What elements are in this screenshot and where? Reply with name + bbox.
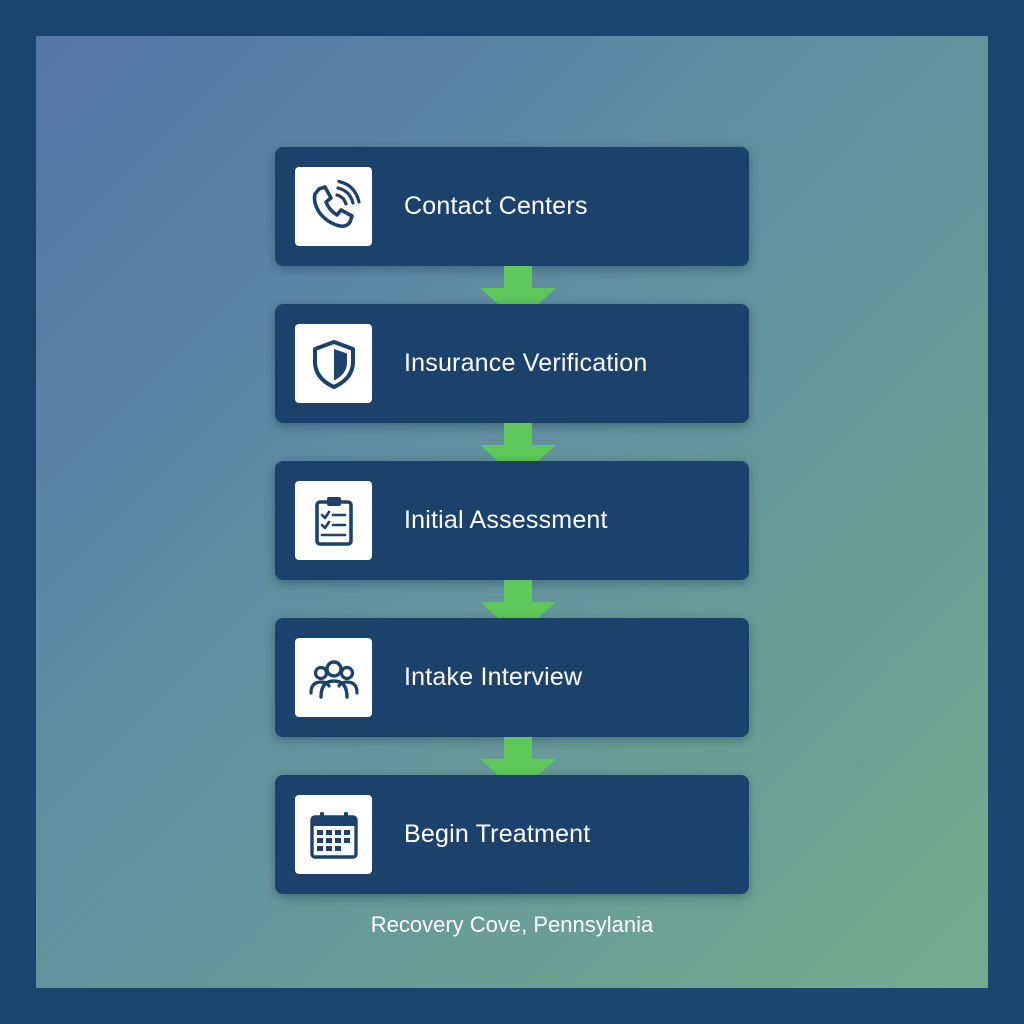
arrow-down-icon	[480, 737, 556, 793]
shield-icon	[295, 324, 372, 403]
clipboard-icon	[295, 481, 372, 560]
phone-icon	[295, 167, 372, 246]
step-label: Begin Treatment	[404, 820, 591, 848]
step-initial-assessment: Initial Assessment	[275, 461, 749, 580]
step-label: Initial Assessment	[404, 506, 608, 534]
people-icon	[295, 638, 372, 717]
arrow-down-icon	[480, 580, 556, 636]
location-caption: Recovery Cove, Pennsylania	[370, 912, 654, 937]
step-label: Intake Interview	[404, 663, 583, 691]
calendar-icon	[295, 795, 372, 874]
step-label: Contact Centers	[404, 192, 588, 220]
step-contact-centers: Contact Centers	[275, 147, 749, 266]
arrow-down-icon	[480, 266, 556, 322]
arrow-down-icon	[480, 423, 556, 479]
step-begin-treatment: Begin Treatment	[275, 775, 749, 894]
step-insurance-verification: Insurance Verification	[275, 304, 749, 423]
step-intake-interview: Intake Interview	[275, 618, 749, 737]
step-label: Insurance Verification	[404, 349, 648, 377]
